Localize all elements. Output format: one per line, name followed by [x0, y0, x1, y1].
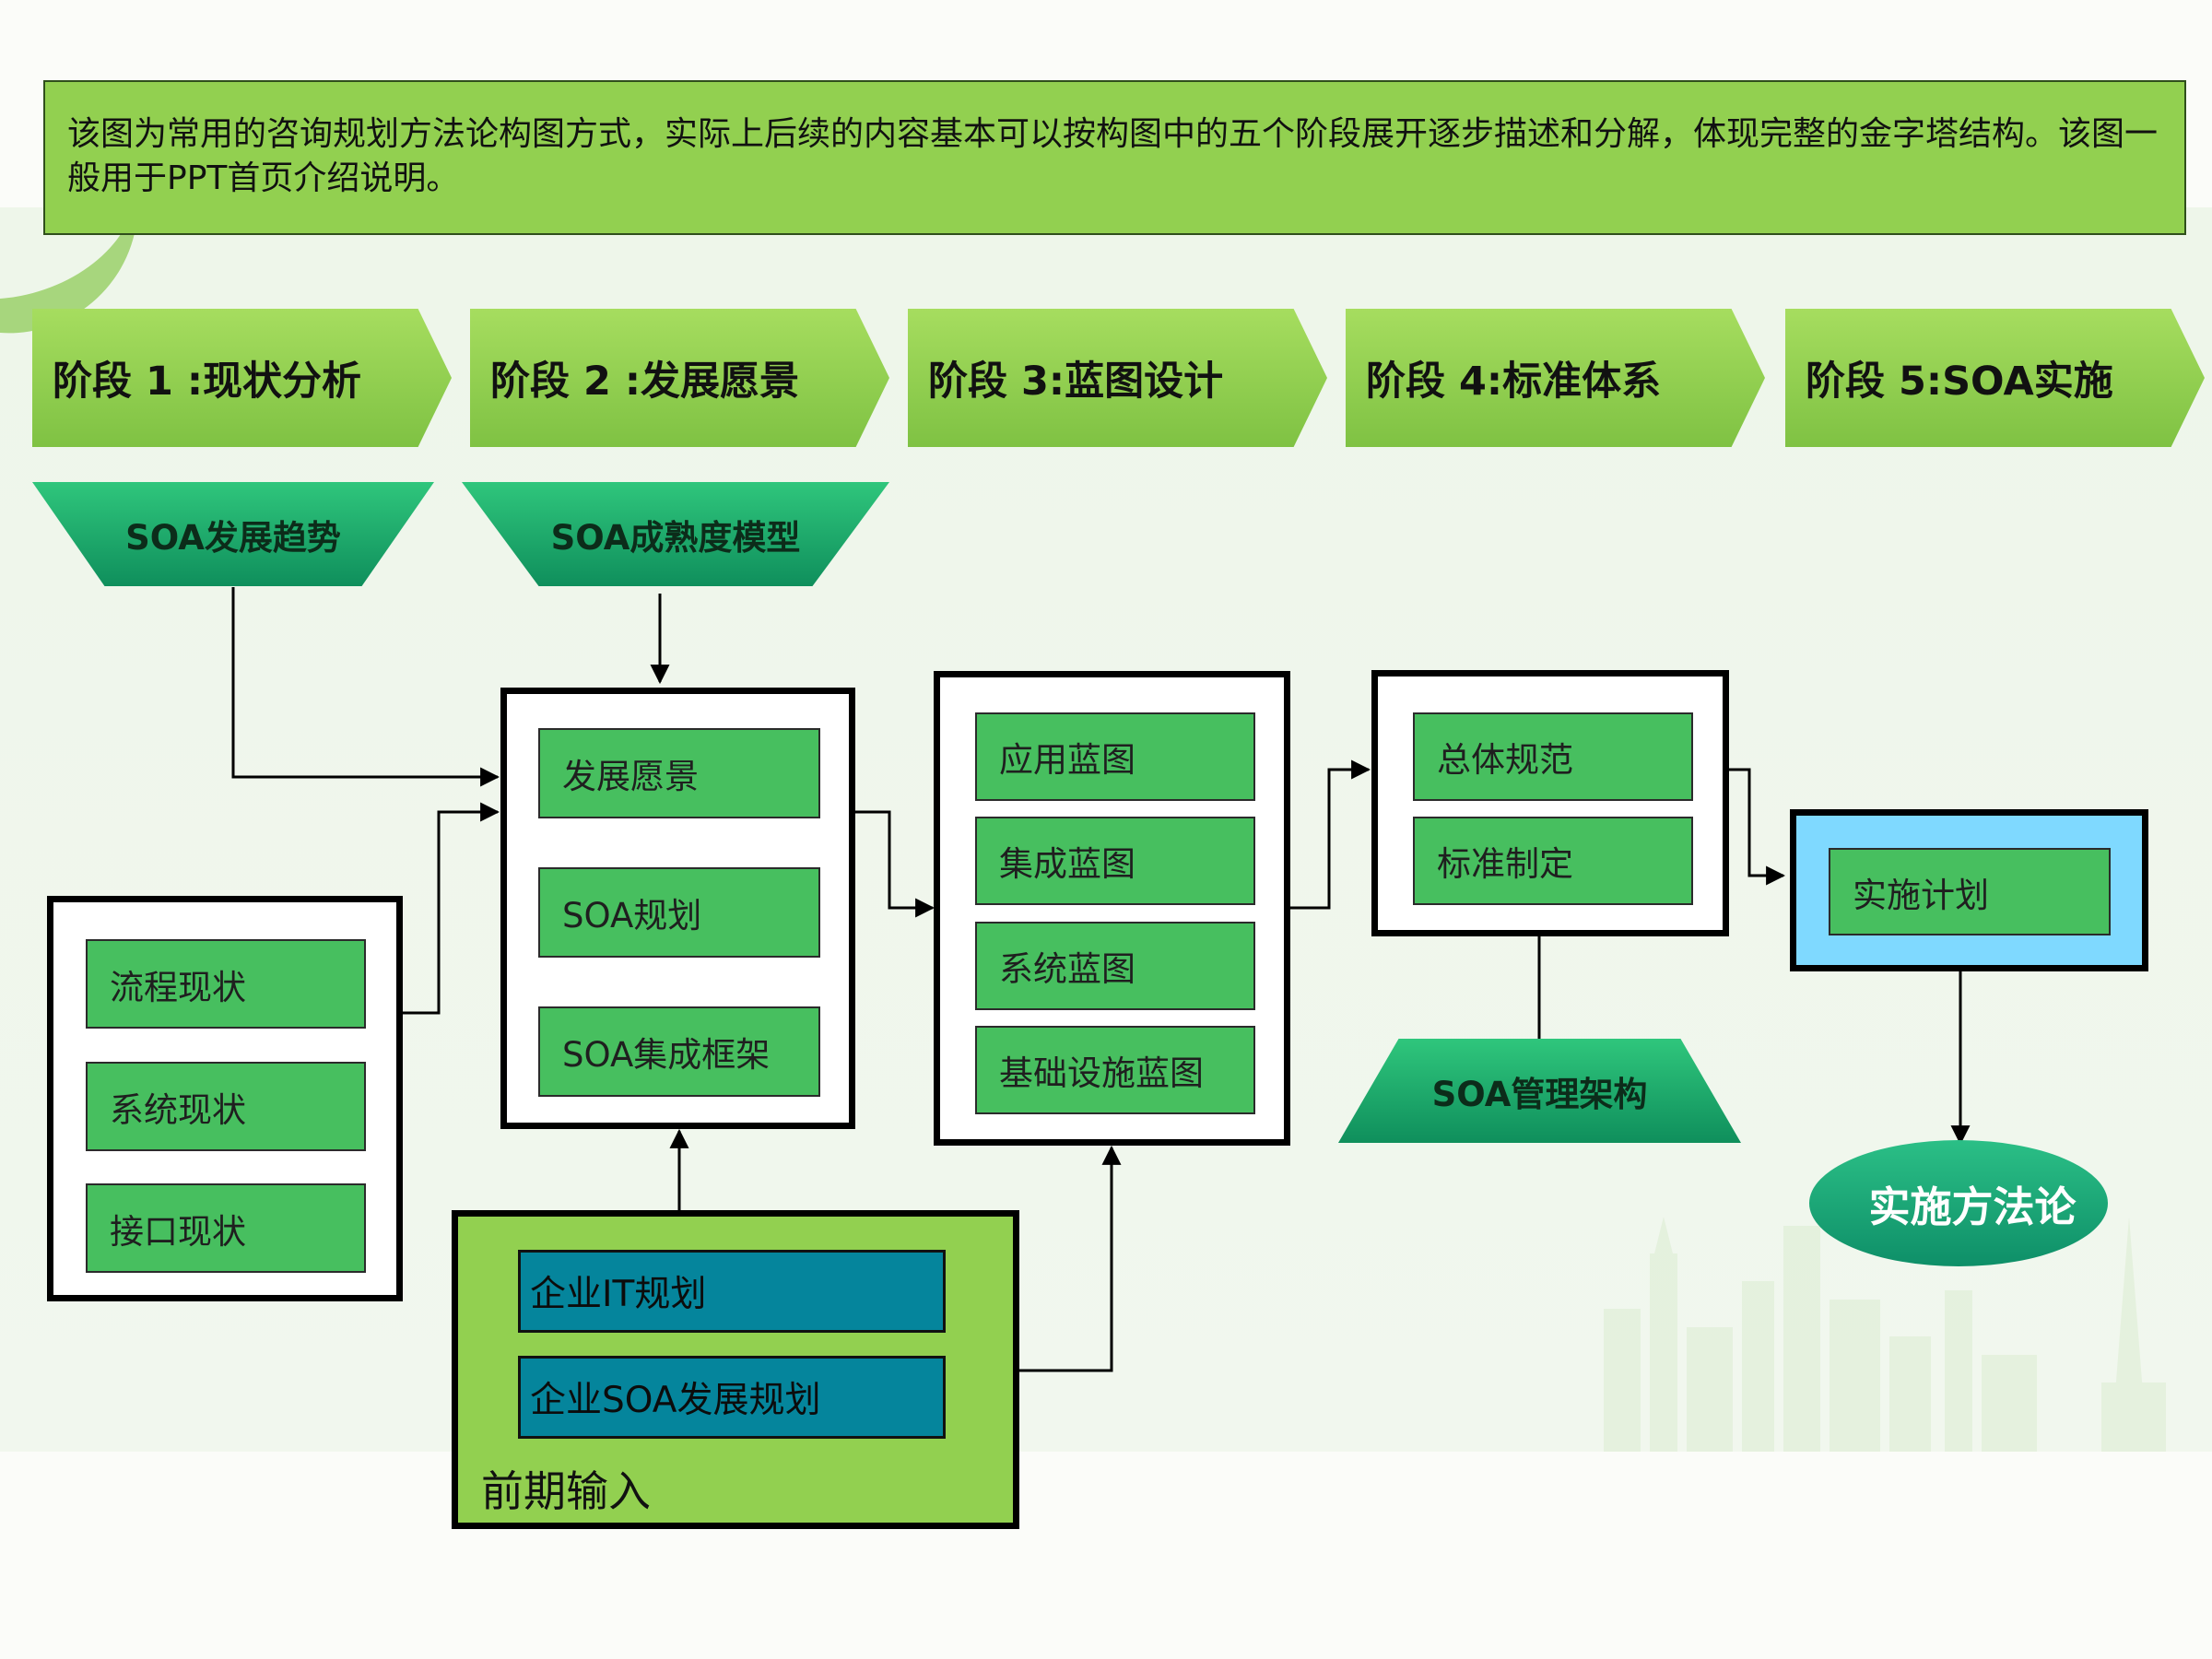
list-item: 实施计划	[1829, 848, 2111, 935]
phase-1-arrow: 阶段 1 :现状分析	[32, 309, 452, 447]
list-item: 系统现状	[86, 1062, 366, 1151]
list-item: 企业IT规划	[518, 1250, 946, 1333]
description-note: 该图为常用的咨询规划方法论构图方式，实际上后续的内容基本可以按构图中的五个阶段展…	[43, 80, 2186, 235]
soa-maturity-trapezoid: SOA成熟度模型	[462, 482, 889, 586]
implementation-box: 实施计划	[1790, 809, 2148, 971]
soa-trend-trapezoid: SOA发展趋势	[32, 482, 434, 586]
phase-5-arrow: 阶段 5:SOA实施	[1785, 309, 2205, 447]
list-item: SOA规划	[538, 867, 820, 958]
vision-box: 发展愿景 SOA规划 SOA集成框架	[500, 688, 855, 1129]
list-item: 系统蓝图	[975, 922, 1255, 1010]
list-item: 企业SOA发展规划	[518, 1356, 946, 1439]
list-item: 集成蓝图	[975, 817, 1255, 905]
list-item: 流程现状	[86, 939, 366, 1029]
list-item: 发展愿景	[538, 728, 820, 818]
phase-2-arrow: 阶段 2 :发展愿景	[470, 309, 889, 447]
soa-governance-trapezoid: SOA管理架构	[1338, 1039, 1741, 1143]
standards-box: 总体规范 标准制定	[1371, 670, 1729, 936]
list-item: 接口现状	[86, 1183, 366, 1273]
list-item: 标准制定	[1413, 817, 1693, 905]
city-skyline-decoration	[1604, 1217, 2166, 1452]
list-item: SOA集成框架	[538, 1006, 820, 1097]
list-item: 应用蓝图	[975, 712, 1255, 801]
methodology-oval: 实施方法论	[1809, 1140, 2108, 1266]
blueprint-box: 应用蓝图 集成蓝图 系统蓝图 基础设施蓝图	[934, 671, 1290, 1146]
current-state-box: 流程现状 系统现状 接口现状	[47, 896, 403, 1301]
phase-3-arrow: 阶段 3:蓝图设计	[908, 309, 1327, 447]
list-item: 总体规范	[1413, 712, 1693, 801]
inputs-box: 企业IT规划 企业SOA发展规划 前期输入	[452, 1210, 1019, 1529]
list-item: 基础设施蓝图	[975, 1026, 1255, 1114]
phase-4-arrow: 阶段 4:标准体系	[1346, 309, 1765, 447]
inputs-title: 前期输入	[481, 1466, 651, 1516]
